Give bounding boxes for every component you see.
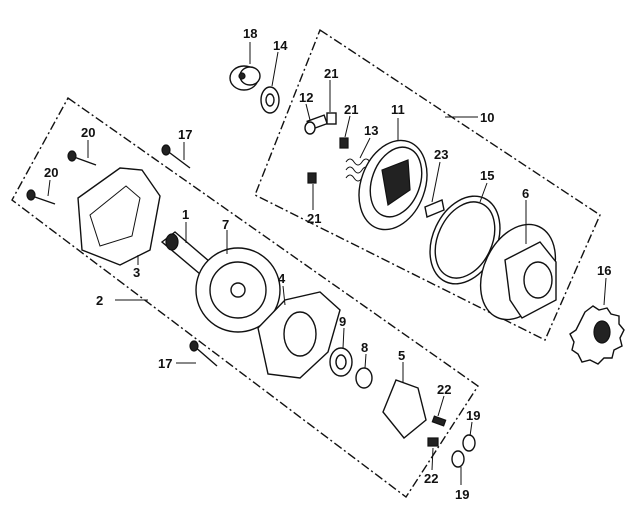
part-22-screw-upper xyxy=(431,395,447,427)
label-23: 23 xyxy=(434,147,448,162)
label-2: 2 xyxy=(96,293,103,308)
label-9: 9 xyxy=(339,314,346,329)
label-21-low: 21 xyxy=(307,211,321,226)
part-20-bolt-lower xyxy=(26,179,56,205)
label-3: 3 xyxy=(133,265,140,280)
label-21-mid: 21 xyxy=(344,102,358,117)
part-3-pump-housing xyxy=(77,167,161,266)
left-assembly-frame xyxy=(11,96,479,499)
label-1: 1 xyxy=(182,207,189,222)
label-7: 7 xyxy=(222,217,229,232)
part-17-bolt-upper xyxy=(161,142,191,169)
label-16: 16 xyxy=(597,263,611,278)
part-16-drive-gear xyxy=(569,277,625,365)
part-7-driven-gear xyxy=(195,230,281,333)
label-19-left: 19 xyxy=(455,487,469,502)
right-assembly-frame xyxy=(254,28,601,341)
part-19-washer-left xyxy=(451,450,465,485)
part-21-screw-top xyxy=(326,80,337,125)
label-17-upper: 17 xyxy=(178,127,192,142)
label-8: 8 xyxy=(361,340,368,355)
label-6: 6 xyxy=(522,186,529,201)
part-5-cover-plate xyxy=(382,362,427,439)
label-18: 18 xyxy=(243,26,257,41)
part-17-bolt-lower xyxy=(176,340,218,367)
part-11-pump-rotor-housing xyxy=(358,118,428,231)
label-10: 10 xyxy=(480,110,494,125)
label-20-lower: 20 xyxy=(44,165,58,180)
label-15: 15 xyxy=(480,168,494,183)
label-20-upper: 20 xyxy=(81,125,95,140)
label-19-right: 19 xyxy=(466,408,480,423)
part-12-bolt xyxy=(304,103,329,135)
part-8-nut xyxy=(355,353,373,389)
part-21-screw-low xyxy=(307,172,317,210)
label-13: 13 xyxy=(364,123,378,138)
part-1-shaft xyxy=(160,222,211,275)
part-6-pump-cover xyxy=(479,200,557,321)
label-21-top: 21 xyxy=(324,66,338,81)
label-22-upper: 22 xyxy=(437,382,451,397)
label-22-lower: 22 xyxy=(424,471,438,486)
label-17-lower: 17 xyxy=(158,356,172,371)
label-4: 4 xyxy=(278,271,286,286)
part-20-bolt-upper xyxy=(67,140,97,166)
part-21-screw-mid xyxy=(339,115,351,149)
part-18-cap-nut xyxy=(229,42,261,91)
label-12: 12 xyxy=(299,90,313,105)
label-11: 11 xyxy=(391,102,405,117)
label-14: 14 xyxy=(273,38,288,53)
part-4-pump-body xyxy=(257,285,341,379)
label-5: 5 xyxy=(398,348,405,363)
part-9-oil-seal xyxy=(329,327,353,377)
part-22-screw-lower xyxy=(427,437,439,471)
part-19-washer-right xyxy=(462,421,476,452)
part-23-dowel-pin xyxy=(424,161,445,218)
part-14-washer xyxy=(260,51,280,114)
